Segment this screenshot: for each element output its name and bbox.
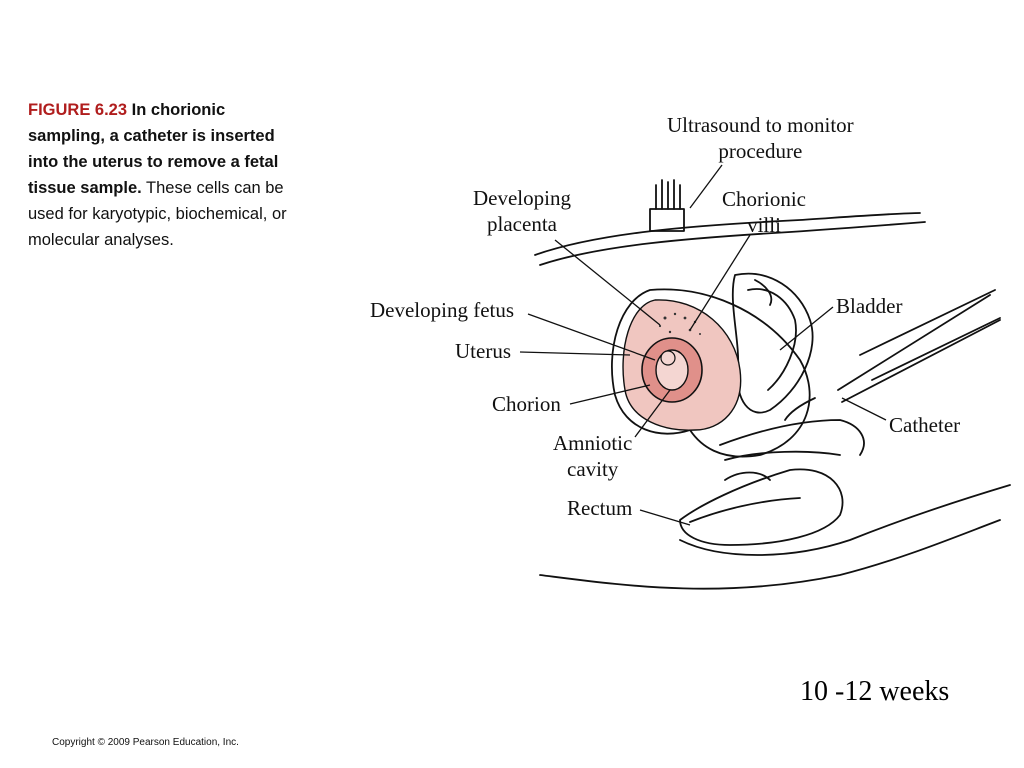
probe-cable <box>655 179 681 210</box>
copyright-notice: Copyright © 2009 Pearson Education, Inc. <box>52 737 239 748</box>
uterus-outer <box>611 288 811 458</box>
catheter-tip <box>784 397 816 421</box>
pelvic-fold-2 <box>724 450 841 461</box>
label-rectum: Rectum <box>567 496 633 520</box>
catheter-tube-top <box>837 294 991 391</box>
fetus-head <box>660 350 676 366</box>
ultrasound-probe <box>649 208 685 232</box>
leader-catheter <box>841 397 887 421</box>
leader-uterus <box>519 351 631 356</box>
body-outline-bottom <box>539 519 1001 590</box>
abdominal-wall <box>534 212 921 256</box>
figure-label: FIGURE 6.23 <box>28 101 128 119</box>
leader-placenta <box>554 239 661 326</box>
leader-amniotic <box>634 389 671 438</box>
pelvic-fold-1 <box>719 419 865 456</box>
label-uterus: Uterus <box>455 339 511 363</box>
abdominal-wall-inner <box>539 221 926 266</box>
bladder-fold <box>754 279 773 306</box>
label-amniotic-cavity: Amniotic cavity <box>553 431 633 481</box>
caption-normal-text: These cells can be used for karyotypic, … <box>28 179 287 249</box>
label-chorionic-villi: Chorionic villi <box>722 187 806 237</box>
leader-chorion <box>569 384 651 405</box>
rectum-inner <box>689 497 801 523</box>
lower-curve <box>679 484 1011 556</box>
catheter-handle <box>859 289 1001 381</box>
catheter-tube-bottom <box>841 319 1001 403</box>
label-ultrasound: Ultrasound to monitor procedure <box>667 113 854 163</box>
leader-bladder <box>779 306 834 351</box>
leader-rectum <box>639 509 691 526</box>
label-catheter: Catheter <box>889 413 961 437</box>
figure-caption: FIGURE 6.23 In chorionic sampling, a cat… <box>28 97 303 253</box>
leader-ultrasound <box>689 164 723 209</box>
leader-fetus <box>527 313 656 361</box>
bladder-shape <box>731 272 814 414</box>
label-chorion: Chorion <box>492 392 561 416</box>
rectum-shape <box>679 468 844 546</box>
sacral-fold <box>724 471 771 481</box>
leader-villi <box>689 234 751 331</box>
label-developing-placenta: Developing placenta <box>473 186 571 236</box>
label-developing-fetus: Developing fetus <box>370 298 515 322</box>
gestation-weeks: 10 -12 weeks <box>800 676 950 707</box>
label-bladder: Bladder <box>836 294 903 318</box>
caption-bold-text: In chorionic sampling, a catheter is ins… <box>28 101 279 197</box>
bladder-inner <box>747 288 797 391</box>
